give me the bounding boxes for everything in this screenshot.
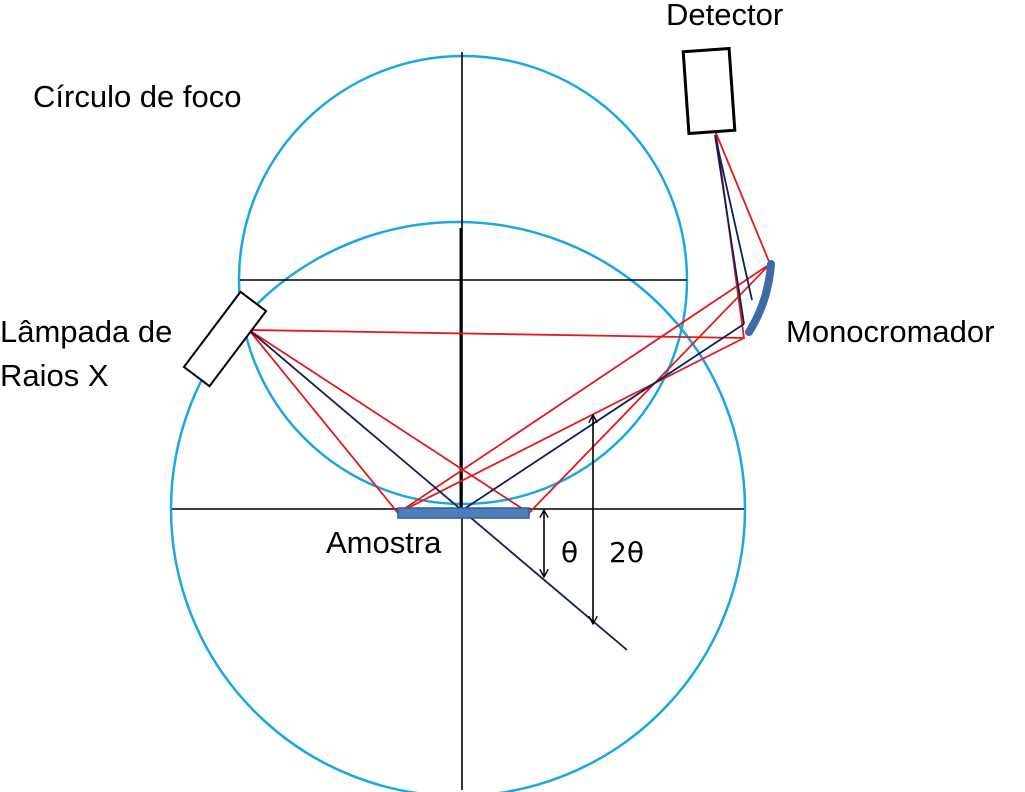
two-theta-label: 2θ (609, 536, 644, 569)
detector-label: Detector (666, 0, 783, 32)
detector-box (681, 46, 737, 136)
navy-incident-ray (248, 329, 628, 651)
red-ray-paths (248, 132, 772, 515)
navy-diffracted-ray (460, 323, 745, 512)
theta-label: θ (561, 536, 578, 569)
xray-lamp-label-line1: Lâmpada de (0, 314, 172, 349)
monochromator-crystal (745, 260, 775, 336)
red-ray-return (397, 337, 745, 514)
navy-detector-ray (714, 134, 753, 325)
red-ray-inner (248, 263, 771, 515)
goniometer-circle (169, 220, 747, 792)
xray-lamp-label-line2: Raios X (0, 358, 109, 393)
sample-plate (397, 507, 530, 519)
xray-tube (182, 290, 268, 388)
monochromator-label: Monocromador (786, 314, 994, 349)
navy-ray-paths (248, 134, 753, 651)
sample-label: Amostra (326, 525, 442, 560)
red-ray-outer (248, 132, 772, 515)
focus-circle-label: Círculo de foco (33, 79, 242, 114)
